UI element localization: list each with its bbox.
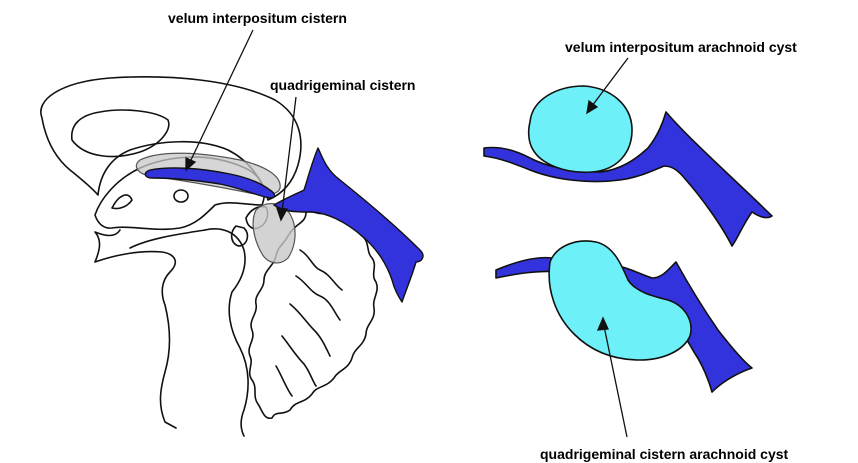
label-quadrigeminal-cistern: quadrigeminal cistern — [270, 77, 415, 93]
label-velum-interpositum-arachnoid-cyst: velum interpositum arachnoid cyst — [565, 39, 797, 55]
sagittal-brain-sketch — [41, 77, 377, 436]
label-quadrigeminal-cistern-arachnoid-cyst: quadrigeminal cistern arachnoid cyst — [540, 446, 788, 462]
quadrigeminal-cistern-shape — [253, 204, 295, 263]
midbrain-outline — [130, 230, 205, 248]
cerebellum-folia — [276, 250, 342, 396]
septum-outline — [112, 195, 132, 209]
pointer-velum-interpositum-cistern — [190, 30, 253, 162]
velum-interpositum-cyst-diagram — [484, 86, 772, 246]
quadrigeminal-cyst-shape — [549, 241, 691, 360]
pons-outline — [205, 229, 248, 436]
label-velum-interpositum-cistern: velum interpositum cistern — [168, 10, 347, 26]
lateral-ventricle-outline — [72, 110, 169, 156]
quadrigeminal-cyst-diagram — [496, 241, 752, 392]
foramen-circle — [174, 190, 188, 202]
brainstem-outline — [95, 230, 176, 428]
velum-cyst-shape — [529, 86, 632, 172]
